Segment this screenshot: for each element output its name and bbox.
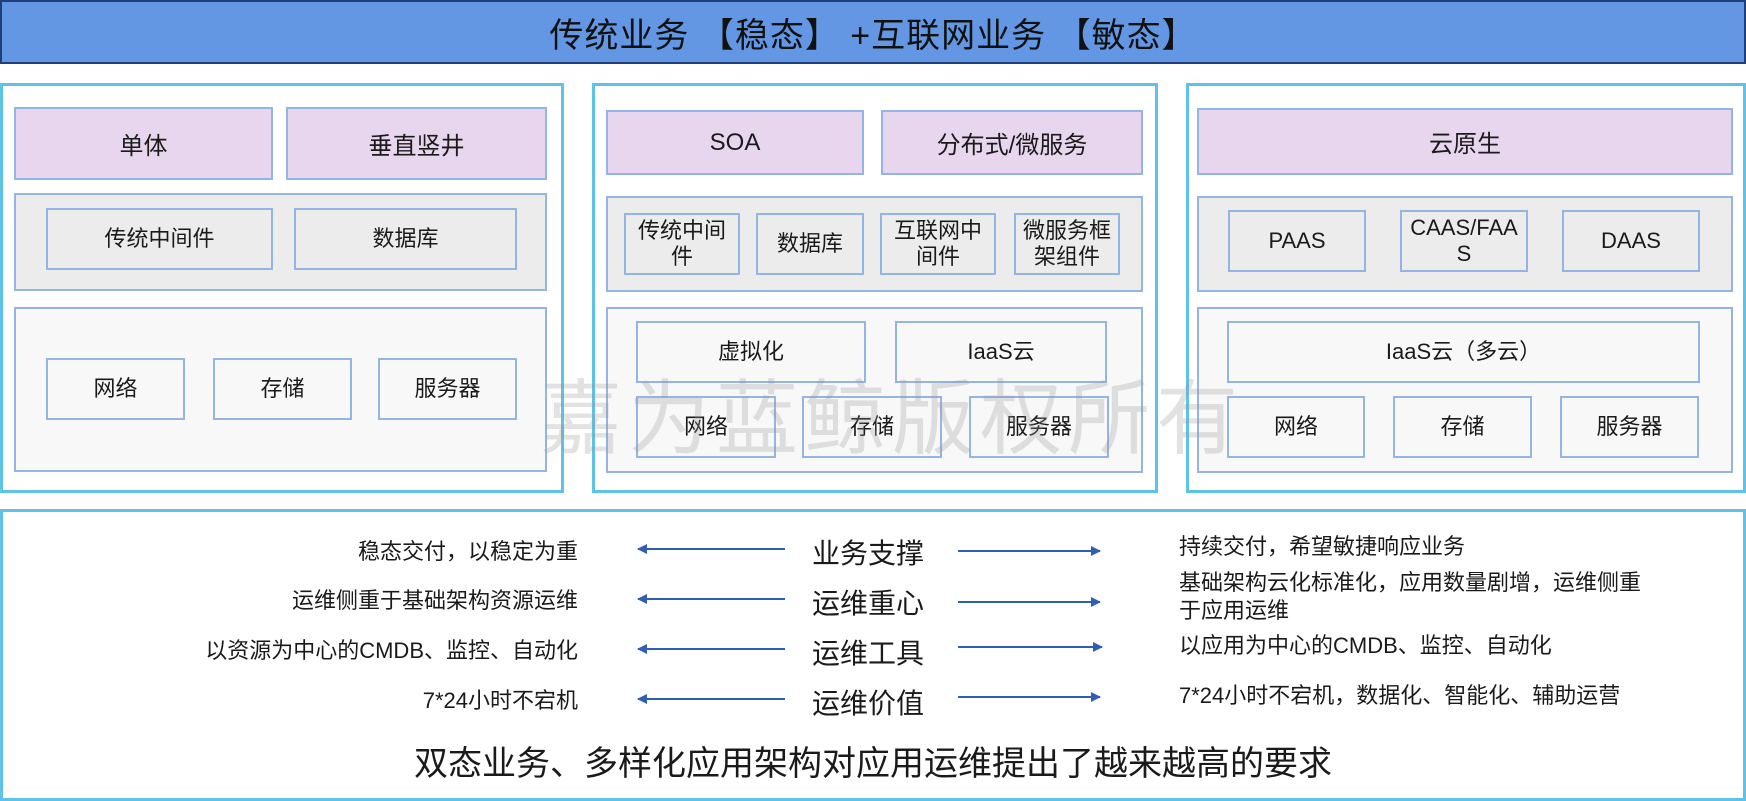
component-database: 数据库 xyxy=(294,208,517,270)
infra-network: 网络 xyxy=(636,396,776,458)
infra-label: 网络 xyxy=(93,376,138,401)
component-label: DAAS xyxy=(1601,228,1661,253)
infra-label: 虚拟化 xyxy=(717,339,784,364)
row-arrows-3 xyxy=(637,642,1103,654)
layer-microservices: 分布式/微服务 xyxy=(881,110,1143,175)
component-label: 互联网中间件 xyxy=(893,218,982,269)
row-arrows-1 xyxy=(637,544,1101,556)
title-banner: 传统业务 【稳态】 +互联网业务 【敏态】 xyxy=(0,0,1746,64)
agile-text: 7*24小时不宕机，数据化、智能化、辅助运营 xyxy=(1179,683,1621,708)
infra-label: 网络 xyxy=(1273,414,1318,439)
infra-server: 服务器 xyxy=(969,396,1109,458)
layer-label: 单体 xyxy=(119,133,168,160)
agile-text: 以应用为中心的CMDB、监控、自动化 xyxy=(1179,633,1552,658)
dimension-label: 运维价值 xyxy=(811,688,924,719)
footer-text: 双态业务、多样化应用架构对应用运维提出了越来越高的要求 xyxy=(414,745,1332,783)
title-text: 传统业务 【稳态】 +互联网业务 【敏态】 xyxy=(549,16,1197,55)
component-paas: PAAS xyxy=(1228,210,1366,272)
dimension-label: 运维重心 xyxy=(811,588,924,619)
infra-label: 存储 xyxy=(1440,414,1485,439)
component-microservice-framework: 微服务框架组件 xyxy=(1014,213,1120,275)
component-label: 微服务框架组件 xyxy=(1022,218,1111,269)
component-label: 传统中间件 xyxy=(104,226,215,251)
infra-label: 服务器 xyxy=(1596,414,1663,439)
component-middleware: 传统中间件 xyxy=(624,213,740,275)
component-internet-middleware: 互联网中间件 xyxy=(880,213,996,275)
infra-network: 网络 xyxy=(1227,396,1365,458)
layer-label: 云原生 xyxy=(1429,131,1501,158)
infra-storage: 存储 xyxy=(802,396,942,458)
steady-text: 稳态交付，以稳定为重 xyxy=(357,539,578,564)
row-arrows-4 xyxy=(637,692,1101,704)
layer-label: 分布式/微服务 xyxy=(936,132,1088,159)
component-middleware: 传统中间件 xyxy=(46,208,273,270)
layer-cloud-native: 云原生 xyxy=(1197,108,1733,175)
component-daas: DAAS xyxy=(1562,210,1700,272)
infra-label: 网络 xyxy=(683,414,728,439)
infra-label: 服务器 xyxy=(1005,414,1072,439)
comparison-panel xyxy=(0,509,1746,801)
infra-server: 服务器 xyxy=(378,358,517,420)
infra-storage: 存储 xyxy=(213,358,352,420)
component-label: CAAS/FAAS xyxy=(1410,215,1518,266)
infra-iaas-multicloud: IaaS云（多云） xyxy=(1227,321,1700,383)
steady-text: 7*24小时不宕机 xyxy=(422,688,578,713)
infra-virtualization: 虚拟化 xyxy=(636,321,866,383)
infra-network: 网络 xyxy=(46,358,185,420)
steady-text: 运维侧重于基础架构资源运维 xyxy=(291,588,578,613)
dimension-label: 业务支撑 xyxy=(811,538,924,569)
agile-text: 基础架构云化标准化，应用数量剧增，运维侧重于应用运维 xyxy=(1179,570,1642,623)
steady-text: 以资源为中心的CMDB、监控、自动化 xyxy=(205,638,578,663)
infra-server: 服务器 xyxy=(1560,396,1699,458)
component-label: 数据库 xyxy=(776,231,843,256)
row-arrows-2 xyxy=(637,594,1101,607)
layer-label: 垂直竖井 xyxy=(368,133,465,160)
infra-storage: 存储 xyxy=(1393,396,1532,458)
layer-monolith: 单体 xyxy=(14,107,273,180)
component-label: 数据库 xyxy=(372,226,439,251)
component-label: PAAS xyxy=(1268,228,1326,253)
infra-label: 存储 xyxy=(260,376,305,401)
infra-label: 存储 xyxy=(849,414,894,439)
component-database: 数据库 xyxy=(756,213,864,275)
layer-label: SOA xyxy=(709,128,761,156)
component-caas-faas: CAAS/FAAS xyxy=(1400,210,1528,272)
agile-text: 持续交付，希望敏捷响应业务 xyxy=(1179,534,1466,559)
infra-label: IaaS云（多云） xyxy=(1385,339,1542,364)
infra-iaas: IaaS云 xyxy=(895,321,1107,383)
layer-soa: SOA xyxy=(606,110,864,175)
layer-vertical-silo: 垂直竖井 xyxy=(286,107,547,180)
infra-label: 服务器 xyxy=(414,376,481,401)
infra-label: IaaS云 xyxy=(967,339,1035,364)
component-label: 传统中间件 xyxy=(637,218,726,269)
dimension-label: 运维工具 xyxy=(811,638,924,669)
